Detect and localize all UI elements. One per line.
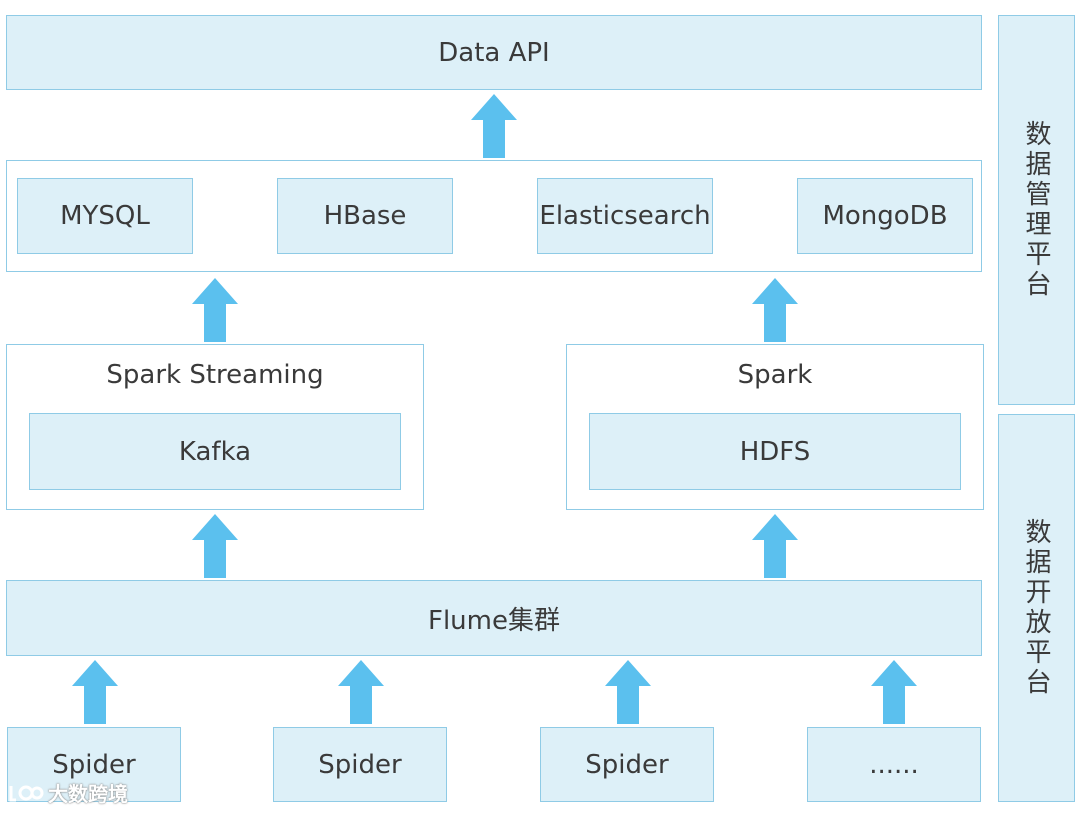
- up-arrow-icon: [871, 660, 917, 724]
- more-sources-label: ......: [869, 749, 919, 780]
- hdfs-label: HDFS: [739, 436, 811, 467]
- mongodb-box: MongoDB: [797, 178, 973, 254]
- data-open-platform-panel: 数据开放平台: [998, 414, 1075, 802]
- up-arrow-icon: [752, 514, 798, 578]
- mysql-label: MYSQL: [60, 201, 150, 231]
- hbase-label: HBase: [323, 201, 407, 231]
- up-arrow-icon: [72, 660, 118, 724]
- flume-cluster-label: Flume集群: [428, 605, 560, 636]
- watermark-text: 大数跨境: [48, 782, 128, 806]
- spider-box-1: Spider: [7, 727, 181, 802]
- watermark: 大数跨境: [8, 778, 128, 807]
- up-arrow-icon: [192, 514, 238, 578]
- spider-box-2: Spider: [273, 727, 447, 802]
- hbase-box: HBase: [277, 178, 453, 254]
- up-arrow-icon: [752, 278, 798, 342]
- watermark-logo-icon: [9, 785, 44, 801]
- up-arrow-icon: [471, 94, 517, 158]
- up-arrow-icon: [338, 660, 384, 724]
- up-arrow-icon: [605, 660, 651, 724]
- spark-title: Spark: [737, 360, 813, 390]
- elasticsearch-label: Elasticsearch: [539, 201, 711, 231]
- more-sources-box: ......: [807, 727, 981, 802]
- elasticsearch-box: Elasticsearch: [537, 178, 713, 254]
- mongodb-label: MongoDB: [822, 201, 948, 231]
- spark-streaming-title: Spark Streaming: [106, 360, 324, 390]
- up-arrow-icon: [192, 278, 238, 342]
- spider-label-3: Spider: [585, 749, 669, 780]
- data-api-box: Data API: [6, 15, 982, 90]
- data-management-platform-panel: 数据管理平台: [998, 15, 1075, 405]
- flume-cluster-box: Flume集群: [6, 580, 982, 656]
- spider-label-1: Spider: [52, 749, 136, 780]
- spider-label-2: Spider: [318, 749, 402, 780]
- kafka-box: Kafka: [29, 413, 401, 490]
- kafka-label: Kafka: [178, 436, 252, 467]
- mysql-box: MYSQL: [17, 178, 193, 254]
- spider-box-3: Spider: [540, 727, 714, 802]
- data-open-platform-label: 数据开放平台: [1021, 518, 1051, 698]
- data-api-label: Data API: [438, 37, 550, 68]
- data-management-platform-label: 数据管理平台: [1021, 120, 1051, 300]
- hdfs-box: HDFS: [589, 413, 961, 490]
